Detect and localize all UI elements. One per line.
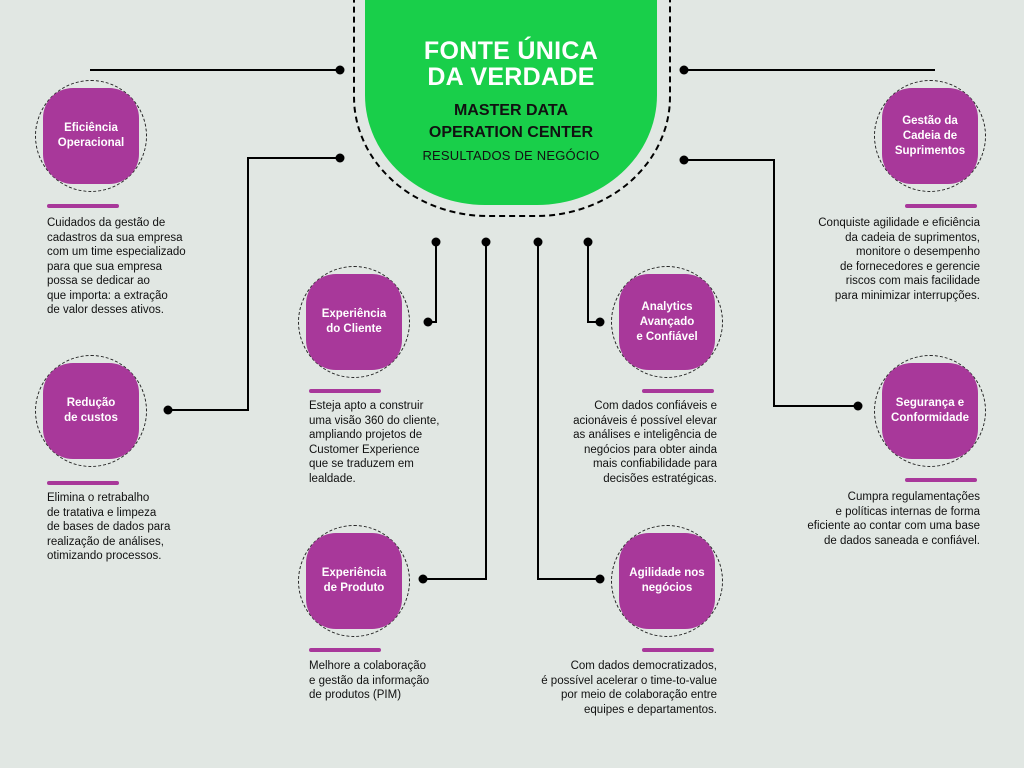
- node-label: Eficiência Operacional: [57, 122, 125, 149]
- node-description: Com dados confiáveis e acionáveis é poss…: [573, 400, 717, 485]
- node-description: Esteja apto a construir uma visão 360 do…: [309, 400, 440, 485]
- node-label: Analytics Avançado e Confiável: [636, 300, 698, 343]
- node-seguranca-conformidade: Segurança e Conformidade: [882, 363, 978, 459]
- node-ring: [611, 525, 723, 637]
- node-description: Com dados democratizados, é possível ace…: [541, 660, 717, 716]
- node-description: Melhore a colaboração e gestão da inform…: [309, 660, 430, 701]
- connector-dot: [163, 405, 173, 415]
- node-ring: [874, 80, 986, 192]
- node-ring: [35, 355, 147, 467]
- node-ring: [298, 525, 410, 637]
- hub-subtitle-line1: MASTER DATA: [453, 102, 569, 119]
- node-label: Gestão da Cadeia de Suprimentos: [894, 114, 966, 157]
- hub-title-line2: DA VERDADE: [427, 63, 595, 91]
- hub-title: FONTE ÚNICA DA VERDADE: [365, 38, 657, 90]
- node-description: Cumpra regulamentações e políticas inter…: [807, 491, 980, 547]
- central-hub: FONTE ÚNICA DA VERDADE MASTER DATA OPERA…: [365, 0, 657, 205]
- node-underline-bar: [905, 478, 977, 482]
- node-underline-bar: [47, 204, 119, 208]
- hub-dashed-outline: [353, 0, 671, 217]
- connector-dot: [481, 237, 491, 247]
- connector-dot: [595, 317, 605, 327]
- node-analytics: Analytics Avançado e Confiável: [619, 274, 715, 370]
- connector-dot: [679, 65, 689, 75]
- connector-reducao: [168, 157, 340, 411]
- connector-exp-cliente: [428, 242, 437, 323]
- node-experiencia-cliente: Experiência do Cliente: [306, 274, 402, 370]
- node-ring: [611, 266, 723, 378]
- node-label: Experiência de Produto: [321, 567, 387, 594]
- node-label: Segurança e Conformidade: [891, 397, 969, 424]
- connector-dot: [583, 237, 593, 247]
- node-underline-bar: [905, 204, 977, 208]
- node-underline-bar: [309, 389, 381, 393]
- connector-dot: [595, 574, 605, 584]
- connector-dot: [679, 155, 689, 165]
- node-underline-bar: [309, 648, 381, 652]
- node-underline-bar: [47, 481, 119, 485]
- hub-title-line1: FONTE ÚNICA: [423, 37, 599, 65]
- node-ring: [874, 355, 986, 467]
- hub-tagline: RESULTADOS DE NEGÓCIO: [422, 148, 600, 163]
- node-reducao-custos: Redução de custos: [43, 363, 139, 459]
- connector-exp-produto: [423, 242, 487, 580]
- hub-subtitle: MASTER DATA OPERATION CENTER: [365, 100, 657, 144]
- node-ring: [298, 266, 410, 378]
- connector-dot: [418, 574, 428, 584]
- connector-agilidade: [537, 242, 600, 580]
- connector-dot: [533, 237, 543, 247]
- node-description: Cuidados da gestão de cadastros da sua e…: [47, 217, 186, 316]
- connector-analytics: [587, 242, 600, 323]
- node-gestao-suprimentos: Gestão da Cadeia de Suprimentos: [882, 88, 978, 184]
- node-label: Experiência do Cliente: [321, 308, 387, 335]
- node-label: Redução de custos: [64, 397, 118, 424]
- connector-dot: [431, 237, 441, 247]
- node-ring: [35, 80, 147, 192]
- node-label: Agilidade nos negócios: [629, 567, 705, 594]
- node-description: Elimina o retrabalho de tratativa e limp…: [47, 492, 171, 562]
- node-underline-bar: [642, 389, 714, 393]
- node-experiencia-produto: Experiência de Produto: [306, 533, 402, 629]
- node-eficiencia-operacional: Eficiência Operacional: [43, 88, 139, 184]
- connector-dot: [423, 317, 433, 327]
- node-underline-bar: [642, 648, 714, 652]
- connector-dot: [853, 401, 863, 411]
- connector-dot: [335, 153, 345, 163]
- node-description: Conquiste agilidade e eficiência da cade…: [818, 217, 980, 302]
- node-agilidade-negocios: Agilidade nos negócios: [619, 533, 715, 629]
- hub-subtitle-line2: OPERATION CENTER: [428, 124, 594, 141]
- connector-dot: [335, 65, 345, 75]
- connector-seguranca: [684, 159, 858, 407]
